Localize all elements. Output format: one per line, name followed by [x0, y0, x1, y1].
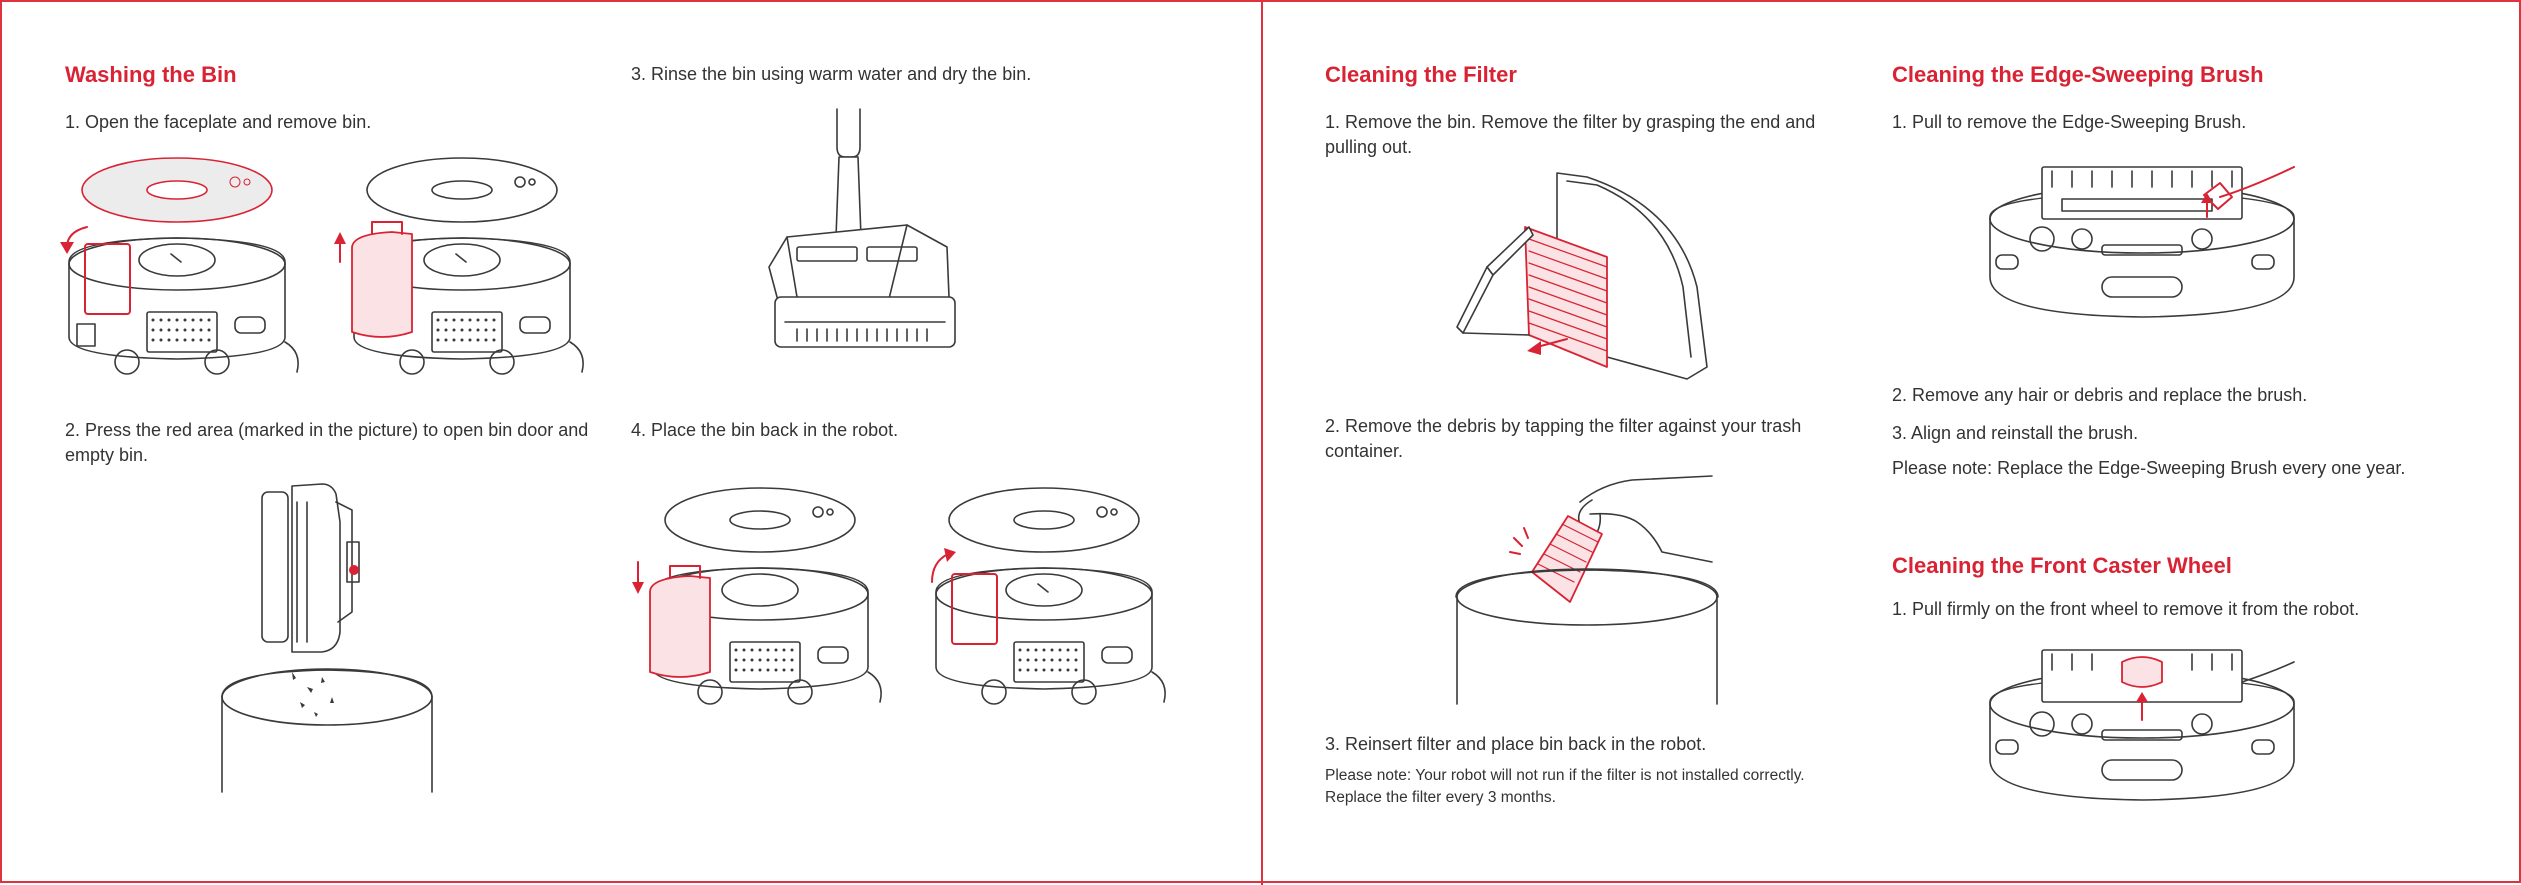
edge-brush-step3: 3. Align and reinstall the brush. — [1892, 423, 2139, 443]
caster-wheel-removal-illustration — [1989, 649, 2295, 801]
robot-bin-removal-illustration — [334, 157, 584, 375]
washing-bin-step1: 1. Open the faceplate and remove bin. — [65, 112, 372, 132]
edge-brush-note: Please note: Replace the Edge-Sweeping B… — [1892, 458, 2406, 478]
washing-bin-step2: 2. Press the red area (marked in the pic… — [65, 420, 589, 465]
bin-insert-illustration — [632, 487, 882, 705]
edge-brush-step2: 2. Remove any hair or debris and replace… — [1892, 385, 2308, 405]
filter-tapping-illustration — [1455, 475, 1719, 705]
faceplate-close-illustration — [931, 487, 1166, 705]
robot-faceplate-open-illustration — [60, 157, 299, 375]
filter-removal-illustration — [1456, 172, 1708, 380]
cleaning-filter-step3: 3. Reinsert filter and place bin back in… — [1325, 734, 1707, 754]
page-divider — [1261, 2, 1263, 885]
caster-wheel-step1: 1. Pull firmly on the front wheel to rem… — [1892, 599, 2360, 619]
edge-brush-title: Cleaning the Edge-Sweeping Brush — [1892, 62, 2264, 87]
edge-brush-step1: 1. Pull to remove the Edge-Sweeping Brus… — [1892, 112, 2247, 132]
washing-bin-step4: 4. Place the bin back in the robot. — [631, 420, 899, 440]
bin-rinse-illustration — [768, 108, 956, 348]
caster-wheel-title: Cleaning the Front Caster Wheel — [1892, 553, 2232, 578]
bin-emptying-illustration — [221, 483, 433, 793]
cleaning-filter-note-line2: Replace the filter every 3 months. — [1325, 789, 1556, 806]
cleaning-filter-note-line1: Please note: Your robot will not run if … — [1325, 767, 1805, 784]
washing-bin-step3: 3. Rinse the bin using warm water and dr… — [631, 64, 1032, 84]
cleaning-filter-step2: 2. Remove the debris by tapping the filt… — [1325, 416, 1802, 461]
edge-brush-removal-illustration — [1989, 166, 2295, 318]
washing-bin-title: Washing the Bin — [65, 62, 237, 87]
cleaning-filter-title: Cleaning the Filter — [1325, 62, 1517, 87]
cleaning-filter-step1: 1. Remove the bin. Remove the filter by … — [1325, 112, 1816, 157]
